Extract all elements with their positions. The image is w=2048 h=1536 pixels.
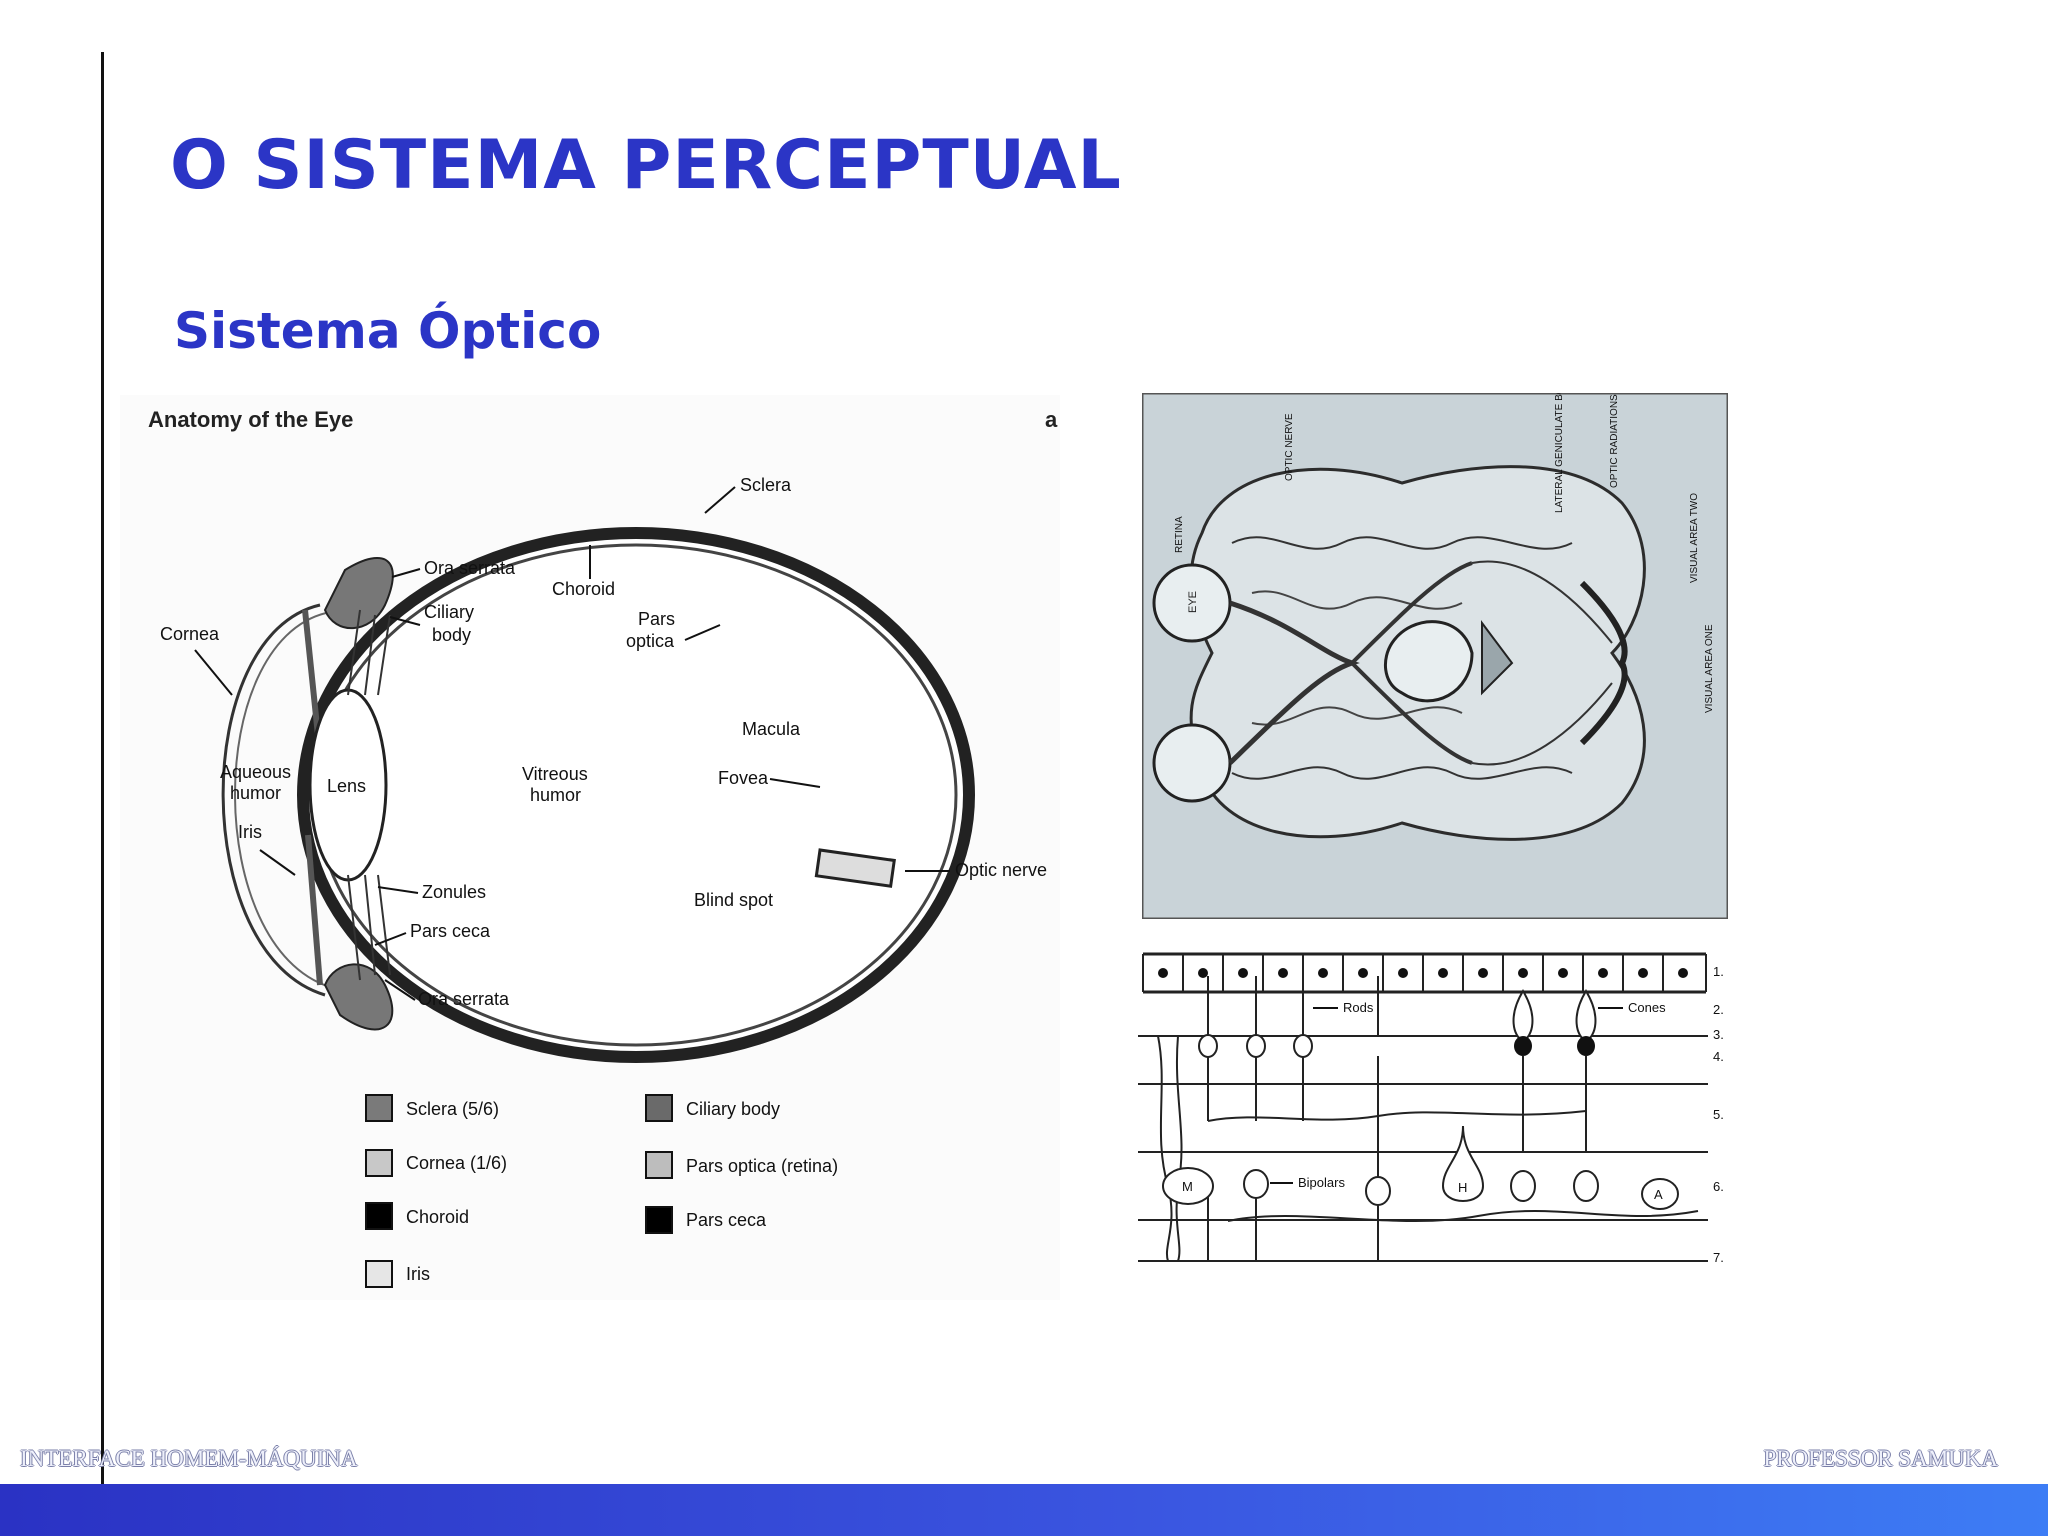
svg-text:Bipolars: Bipolars	[1298, 1175, 1345, 1190]
svg-text:Pars ceca: Pars ceca	[686, 1210, 767, 1230]
svg-text:Ora serrata: Ora serrata	[418, 989, 510, 1009]
svg-text:Cones: Cones	[1628, 1000, 1666, 1015]
retina-layers-diagram: Rods Cones Bipolars M H A 1. 2. 3. 4. 5.…	[1138, 946, 1738, 1266]
svg-text:1.: 1.	[1713, 964, 1724, 979]
footer-professor-name: PROFESSOR SAMUKA	[1763, 1446, 1998, 1471]
svg-text:M: M	[1182, 1179, 1193, 1194]
svg-text:4.: 4.	[1713, 1049, 1724, 1064]
svg-text:Choroid: Choroid	[406, 1207, 469, 1227]
footer-gradient-bar	[0, 1484, 2048, 1536]
retina-layer-numbers: 1. 2. 3. 4. 5. 6. 7.	[1713, 964, 1724, 1265]
footer-course-name: INTERFACE HOMEM-MÁQUINA	[20, 1446, 358, 1471]
svg-text:humor: humor	[530, 785, 581, 805]
svg-text:Pars: Pars	[638, 609, 675, 629]
svg-text:Aqueous: Aqueous	[220, 762, 291, 782]
svg-text:6.: 6.	[1713, 1179, 1724, 1194]
slide-title: O SISTEMA PERCEPTUAL	[170, 126, 1122, 205]
svg-text:a: a	[1045, 407, 1058, 432]
svg-text:Choroid: Choroid	[552, 579, 615, 599]
svg-text:2.: 2.	[1713, 1002, 1724, 1017]
svg-text:Cornea: Cornea	[160, 624, 220, 644]
svg-text:Iris: Iris	[238, 822, 262, 842]
svg-text:Iris: Iris	[406, 1264, 430, 1284]
left-vertical-rule	[101, 52, 104, 1536]
svg-text:Pars ceca: Pars ceca	[410, 921, 491, 941]
svg-text:Ciliary body: Ciliary body	[686, 1099, 780, 1119]
svg-text:Rods: Rods	[1343, 1000, 1374, 1015]
svg-text:Lens: Lens	[327, 776, 366, 796]
svg-text:Optic nerve: Optic nerve	[955, 860, 1047, 880]
svg-text:RETINA: RETINA	[1174, 516, 1185, 553]
eye-heading: Anatomy of the Eye	[148, 407, 353, 432]
svg-text:OPTIC RADIATIONS: OPTIC RADIATIONS	[1609, 394, 1620, 488]
slide-subtitle: Sistema Óptico	[174, 302, 602, 360]
svg-text:OPTIC NERVE: OPTIC NERVE	[1284, 413, 1295, 481]
svg-text:3.: 3.	[1713, 1027, 1724, 1042]
svg-text:VISUAL AREA TWO: VISUAL AREA TWO	[1689, 493, 1700, 583]
eye-anatomy-diagram: Anatomy of the Eye a Sclera Ora serrata …	[120, 395, 1060, 1300]
brain-visual-pathway-diagram: EYE RETINA OPTIC NERVE LATERAL GENICULAT…	[1142, 393, 1728, 919]
svg-text:Fovea: Fovea	[718, 768, 769, 788]
svg-text:Blind spot: Blind spot	[694, 890, 773, 910]
svg-text:humor: humor	[230, 783, 281, 803]
svg-text:H: H	[1458, 1180, 1467, 1195]
svg-text:Cornea (1/6): Cornea (1/6)	[406, 1153, 507, 1173]
svg-text:A: A	[1654, 1187, 1663, 1202]
svg-text:7.: 7.	[1713, 1250, 1724, 1265]
svg-text:Ora serrata: Ora serrata	[424, 558, 516, 578]
svg-text:Pars optica (retina): Pars optica (retina)	[686, 1156, 838, 1176]
svg-text:Macula: Macula	[742, 719, 801, 739]
svg-text:Sclera (5/6): Sclera (5/6)	[406, 1099, 499, 1119]
svg-text:LATERAL GENICULATE BODY: LATERAL GENICULATE BODY	[1554, 393, 1565, 513]
svg-text:EYE: EYE	[1187, 591, 1199, 613]
svg-text:body: body	[432, 625, 471, 645]
svg-text:Vitreous: Vitreous	[522, 764, 588, 784]
eye-legend: Sclera (5/6) Ciliary body Cornea (1/6) P…	[365, 1094, 838, 1288]
svg-text:Zonules: Zonules	[422, 882, 486, 902]
svg-text:Sclera: Sclera	[740, 475, 792, 495]
svg-text:5.: 5.	[1713, 1107, 1724, 1122]
svg-text:VISUAL AREA ONE: VISUAL AREA ONE	[1704, 624, 1715, 713]
svg-text:optica: optica	[626, 631, 675, 651]
svg-text:Ciliary: Ciliary	[424, 602, 474, 622]
